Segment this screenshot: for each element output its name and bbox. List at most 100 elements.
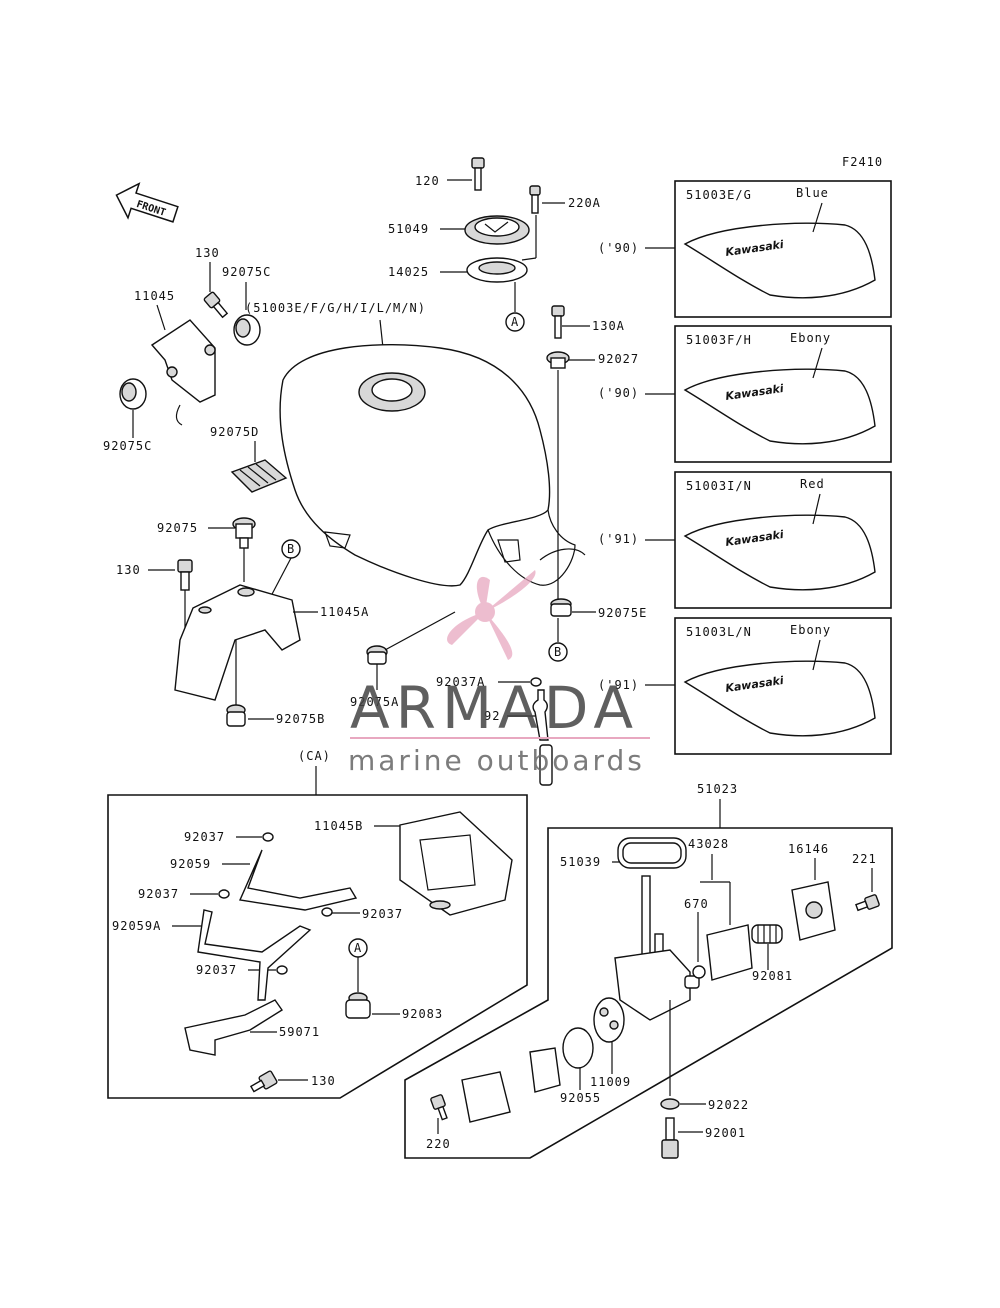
damper-92027	[546, 351, 570, 369]
circle-a-ca: A	[354, 941, 362, 955]
label-c-670: 670	[684, 897, 709, 911]
clamp-ca-4	[321, 907, 333, 917]
watermark-logo	[447, 570, 536, 660]
label-ca-92059: 92059	[170, 857, 211, 871]
fuel-cap-51049	[464, 215, 530, 245]
variant-1-year: ('90)	[598, 241, 639, 255]
label-92075c-top: 92075C	[222, 265, 271, 279]
clamp-92037a	[530, 677, 542, 687]
variant-1-code: 51003E/G	[686, 188, 752, 202]
tank-shroud-4	[683, 660, 876, 737]
label-11045a: 11045A	[320, 605, 369, 619]
fuel-cock-box	[404, 827, 893, 1159]
watermark-tagline: marine outboards	[348, 744, 645, 777]
label-92075b: 92075B	[276, 712, 325, 726]
variant-box-1: 51003E/G Blue ('90) Kawasaki	[598, 180, 892, 318]
label-c-51039: 51039	[560, 855, 601, 869]
label-ca-11045b: 11045B	[314, 819, 363, 833]
clamp-ca-3	[276, 965, 288, 975]
label-ca-92037-1: 92037	[184, 830, 225, 844]
label-92075a: 92075A	[350, 695, 399, 709]
label-92075d: 92075D	[210, 425, 259, 439]
bolt-130-left	[177, 559, 193, 591]
label-11045: 11045	[134, 289, 175, 303]
label-c-92001: 92001	[705, 1126, 746, 1140]
hose-mid	[532, 689, 553, 786]
label-92037a: 92037A	[436, 675, 485, 689]
variant-2-year: ('90)	[598, 386, 639, 400]
label-ca-92059a: 92059A	[112, 919, 161, 933]
variant-box-3: 51003I/N Red ('91) Kawasaki	[598, 471, 892, 609]
fuel-tank	[279, 344, 586, 587]
clamp-ca-1	[262, 832, 274, 842]
label-ca-92083: 92083	[402, 1007, 443, 1021]
label-ca-92037-2: 92037	[138, 887, 179, 901]
variant-4-code: 51003L/N	[686, 625, 752, 639]
bracket-11045	[150, 319, 216, 426]
bracket-59071	[184, 999, 283, 1056]
label-92075: 92075	[157, 521, 198, 535]
label-ca-59071: 59071	[279, 1025, 320, 1039]
label-c-92081: 92081	[752, 969, 793, 983]
cover-43028	[706, 924, 753, 981]
screw-221	[855, 894, 880, 912]
label-c-43028: 43028	[688, 837, 729, 851]
damper-92083	[345, 992, 371, 1019]
watermark-name: ARMADA	[350, 674, 639, 742]
clamp-ca-2	[218, 889, 230, 899]
damper-92075a	[366, 645, 388, 665]
label-ca-130: 130	[311, 1074, 336, 1088]
variant-2-code: 51003F/H	[686, 333, 752, 347]
oring-670	[692, 965, 706, 979]
label-92075c-bot: 92075C	[103, 439, 152, 453]
label-120: 120	[415, 174, 440, 188]
damper-92075	[232, 517, 256, 549]
tank-shroud-3	[683, 514, 876, 591]
variant-box-2: 51003F/H Ebony ('90) Kawasaki	[598, 325, 892, 463]
variant-2-color: Ebony	[790, 331, 831, 345]
rubber-pad-92075d	[230, 459, 288, 493]
lever-16146	[791, 881, 836, 941]
bolt-120	[471, 157, 485, 191]
variant-1-color: Blue	[796, 186, 829, 200]
variant-4-year: ('91)	[598, 678, 639, 692]
label-220a: 220A	[568, 196, 601, 210]
label-c-92055: 92055	[560, 1091, 601, 1105]
screw-220	[430, 1094, 448, 1121]
variant-4-color: Ebony	[790, 623, 831, 637]
bolt-92001	[661, 1117, 679, 1159]
damper-92075c-top	[233, 314, 261, 346]
ca-box	[107, 794, 528, 1099]
label-c-220: 220	[426, 1137, 451, 1151]
label-ca-92037-3: 92037	[196, 963, 237, 977]
tank-group-label: (51003E/F/G/H/I/L/M/N)	[245, 301, 426, 315]
variant-3-color: Red	[800, 477, 825, 491]
fuel-cock-body	[614, 875, 700, 1021]
label-130-left: 130	[116, 563, 141, 577]
label-130-top: 130	[195, 246, 220, 260]
label-c-16146: 16146	[788, 842, 829, 856]
bracket-11045a	[174, 584, 301, 701]
ca-label: (CA)	[298, 749, 331, 763]
label-c-11009: 11009	[590, 1075, 631, 1089]
label-ca-92037-4: 92037	[362, 907, 403, 921]
tank-shroud-1	[683, 222, 876, 299]
oring-92055	[562, 1027, 594, 1069]
bracket-11045b	[399, 811, 513, 916]
label-51049: 51049	[388, 222, 429, 236]
bolt-130-top	[203, 291, 229, 319]
front-arrow-icon: FRONT	[115, 182, 179, 223]
filter-11009	[593, 997, 625, 1043]
tank-shroud-2	[683, 368, 876, 445]
gasket-cup	[529, 1047, 561, 1093]
label-92075e: 92075E	[598, 606, 647, 620]
washer-92022	[660, 1098, 680, 1110]
label-c-92022: 92022	[708, 1098, 749, 1112]
circle-b-left: B	[287, 542, 295, 556]
gasket-plate	[461, 1071, 511, 1123]
variant-3-code: 51003I/N	[686, 479, 752, 493]
damper-92075c-bot	[119, 378, 147, 410]
cock-group-label: 51023	[697, 782, 738, 796]
circle-b-right: B	[554, 645, 562, 659]
